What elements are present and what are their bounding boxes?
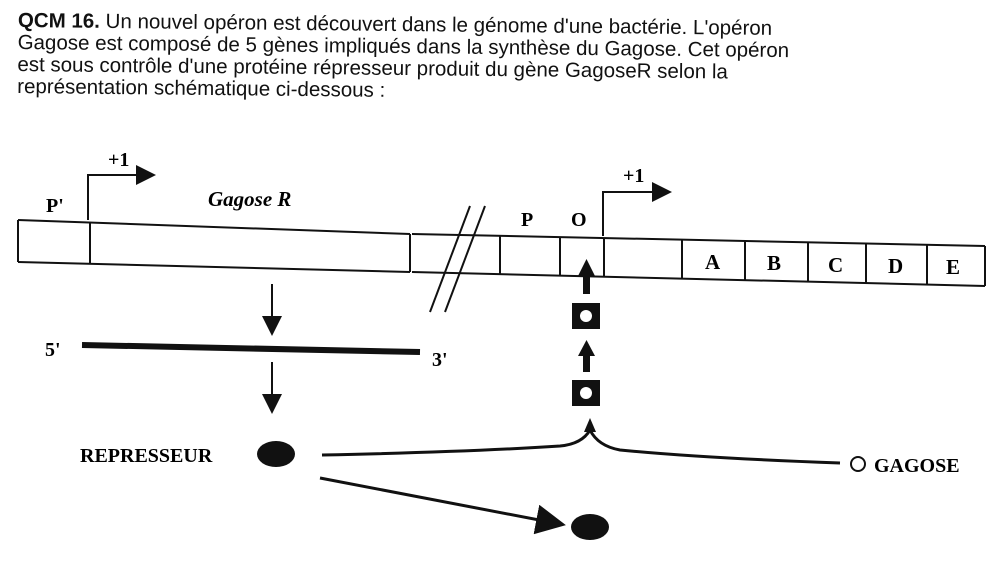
- complex-arrow-upper: [578, 259, 595, 294]
- complex-box-upper: [572, 303, 600, 329]
- tss-arrow-left: [87, 165, 156, 220]
- gene-label-c: C: [828, 253, 843, 277]
- gene-label-d: D: [888, 254, 903, 278]
- gagose-inducer-icon: [850, 456, 866, 472]
- complex-box-lower: [572, 380, 600, 406]
- dna-left-segment: [17, 219, 411, 273]
- tss-arrow-right: [602, 182, 672, 236]
- tss-left-label: +1: [108, 149, 129, 171]
- mrna-strand: [81, 342, 421, 355]
- gene-label-a: A: [705, 250, 721, 274]
- gene-label-e: E: [946, 255, 960, 279]
- gene-left-label: Gagose R: [208, 187, 291, 211]
- junction-arrowhead: [584, 418, 596, 432]
- mrna-3-label: 3': [432, 349, 448, 371]
- mrna-5-label: 5': [45, 339, 61, 361]
- inducer-to-junction-line: [588, 429, 841, 465]
- repressor-label: REPRESSEUR: [80, 445, 213, 467]
- dna-right-segment: [411, 233, 986, 287]
- repressor-to-junction-line: [321, 429, 592, 457]
- gene-label-b: B: [767, 251, 781, 275]
- inducer-label: GAGOSE: [874, 455, 960, 477]
- complex-arrow-lower: [578, 340, 595, 372]
- promoter-left-label: P': [46, 195, 64, 217]
- operator-label: O: [571, 209, 587, 231]
- free-repressor-arrow: [319, 476, 566, 535]
- dna-break-mark: [429, 205, 486, 313]
- free-repressor-icon: [571, 514, 609, 540]
- repressor-protein-icon: [257, 441, 295, 467]
- promoter-right-label: P: [521, 209, 533, 231]
- tss-right-label: +1: [623, 165, 644, 187]
